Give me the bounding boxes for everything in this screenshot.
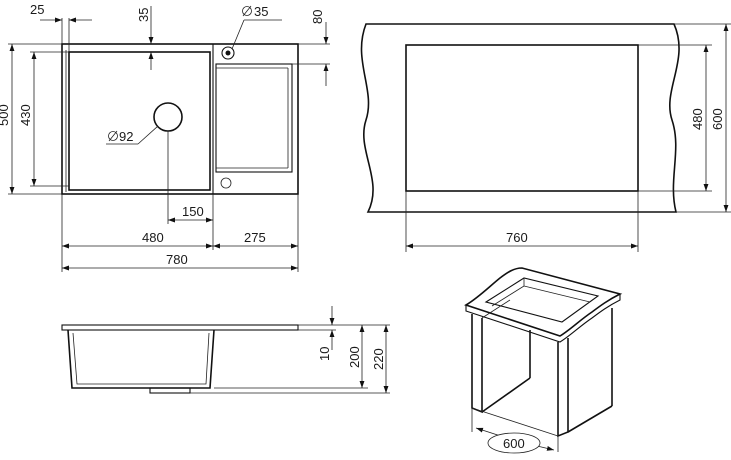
countertop-cutout-view: 480 600 760	[360, 23, 731, 252]
left-panel-back-edge	[481, 377, 531, 413]
dim-label-10: 10	[317, 347, 332, 361]
countertop-outline	[360, 23, 680, 213]
faucet-hole-core	[225, 50, 231, 56]
faucet-hole	[221, 46, 235, 60]
drainboard-outline	[215, 63, 293, 173]
dim-label-275: 275	[244, 230, 266, 245]
dim-label-dia-92: 92	[119, 129, 133, 144]
dim-label-480: 480	[690, 108, 705, 130]
drain-outlet	[149, 387, 191, 394]
cabinet-left-panel	[471, 314, 483, 414]
right-panel-back-edge	[567, 405, 613, 433]
diameter-symbol	[108, 130, 118, 142]
dim-label-80: 80	[310, 10, 325, 24]
dim-label-780: 780	[166, 252, 188, 267]
cabinet-right-panel	[557, 338, 569, 438]
right-panel-front-edge	[471, 407, 559, 437]
dim-label-dia-35: 35	[254, 4, 268, 19]
worktop-front-edge	[465, 294, 621, 343]
dim-label-600: 600	[710, 108, 725, 130]
sink-top-view: 35 92 25 35 80 500	[0, 2, 330, 272]
worktop-top-face	[464, 267, 623, 337]
dim-label-25: 25	[30, 2, 44, 17]
dim-600-bubble	[487, 432, 541, 454]
dim-label-480: 480	[142, 230, 164, 245]
dim-label-220: 220	[371, 348, 386, 370]
dim-label-430: 430	[18, 104, 33, 126]
bowl-profile	[67, 329, 215, 389]
worktop-cutout	[484, 277, 600, 323]
dim-label-35: 35	[136, 8, 151, 22]
dim-label-600: 600	[503, 436, 525, 451]
drain-leader	[137, 125, 159, 145]
dim-label-500: 500	[0, 104, 11, 126]
bowl-outline	[68, 51, 211, 191]
dim-label-150: 150	[182, 204, 204, 219]
left-panel-top-edge	[481, 299, 511, 319]
rim-outline	[61, 324, 299, 331]
sink-outline	[61, 43, 299, 195]
faucet-leader	[231, 19, 245, 50]
sink-side-view: 10 200 220	[61, 306, 390, 394]
bowl-inner-profile	[72, 332, 210, 385]
cabinet-isometric-view: 600	[464, 267, 623, 454]
dim-label-200: 200	[347, 346, 362, 368]
drain-hole	[153, 102, 183, 132]
cutout-outline	[405, 44, 639, 192]
overflow-hole	[220, 177, 232, 189]
dim-label-760: 760	[506, 230, 528, 245]
cutout-inner-wall	[491, 278, 591, 307]
diameter-symbol	[242, 5, 252, 17]
